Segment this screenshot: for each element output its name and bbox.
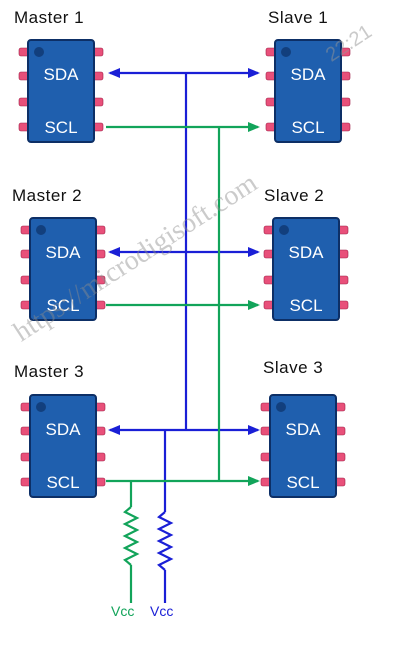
slave3-title: Slave 3 — [263, 358, 324, 377]
chip-body — [29, 394, 97, 498]
chip-sda-label: SDA — [286, 420, 322, 439]
sda-bus — [108, 68, 260, 603]
chip-scl-label: SCL — [46, 473, 79, 492]
chip-layer: SDA SCL SDA SCL SDA SCL SDA SCL SDA SCL SDA SCL — [18, 39, 351, 498]
chip-notch — [276, 402, 286, 412]
master1-title: Master 1 — [14, 8, 85, 27]
slave3-chip: SDA SCL — [260, 394, 346, 498]
chip-scl-label: SCL — [44, 118, 77, 137]
scl-pullup-resistor — [122, 506, 140, 566]
chip-sda-label: SDA — [46, 420, 82, 439]
chip-body — [269, 394, 337, 498]
chip-notch — [281, 47, 291, 57]
scl-bus — [106, 122, 260, 603]
chip-scl-label: SCL — [289, 296, 322, 315]
chip-body — [27, 39, 95, 143]
master3-chip: SDA SCL — [20, 394, 106, 498]
chip-notch — [36, 225, 46, 235]
slave1-chip: SDA SCL — [265, 39, 351, 143]
chip-notch — [279, 225, 289, 235]
master2-title: Master 2 — [12, 186, 83, 205]
slave2-title: Slave 2 — [264, 186, 325, 205]
chip-body — [274, 39, 342, 143]
chip-scl-label: SCL — [286, 473, 319, 492]
slave1-title: Slave 1 — [268, 8, 329, 27]
chip-notch — [36, 402, 46, 412]
master1-chip: SDA SCL — [18, 39, 104, 143]
master2-chip: SDA SCL — [20, 217, 106, 321]
sda-pullup-vcc-label: Vcc — [150, 603, 174, 619]
chip-sda-label: SDA — [291, 65, 327, 84]
chip-sda-label: SDA — [44, 65, 80, 84]
master3-title: Master 3 — [14, 362, 85, 381]
chip-body — [29, 217, 97, 321]
chip-sda-label: SDA — [46, 243, 82, 262]
chip-sda-label: SDA — [289, 243, 325, 262]
chip-scl-label: SCL — [46, 296, 79, 315]
chip-scl-label: SCL — [291, 118, 324, 137]
scl-pullup-vcc-label: Vcc — [111, 603, 135, 619]
sda-pullup-resistor — [156, 511, 174, 571]
chip-body — [272, 217, 340, 321]
slave2-chip: SDA SCL — [263, 217, 349, 321]
chip-notch — [34, 47, 44, 57]
